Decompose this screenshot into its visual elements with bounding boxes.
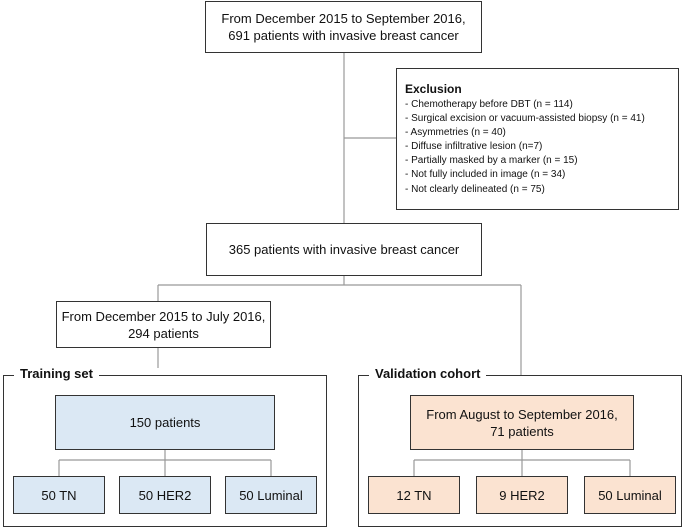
top-box-line2: 691 patients with invasive breast cancer xyxy=(228,28,459,43)
exclusion-item: - Asymmetries (n = 40) xyxy=(405,127,506,139)
period-box-line1: From December 2015 to July 2016, xyxy=(61,308,266,324)
training-main-box: 150 patients xyxy=(55,395,275,450)
training-set-group xyxy=(3,375,327,527)
subgroup-label: 50 Luminal xyxy=(598,487,662,503)
validation-subgroup-luminal: 50 Luminal xyxy=(584,476,676,514)
validation-subgroup-her2: 9 HER2 xyxy=(476,476,568,514)
exclusion-item: - Not fully included in image (n = 34) xyxy=(405,169,566,181)
subgroup-label: 50 TN xyxy=(41,487,77,503)
exclusion-item: - Diffuse infiltrative lesion (n=7) xyxy=(405,141,543,153)
validation-main-line1: From August to September 2016, xyxy=(426,406,618,422)
validation-main-line2: 71 patients xyxy=(490,423,554,439)
training-subgroup-tn: 50 TN xyxy=(13,476,105,514)
middle-box: 365 patients with invasive breast cancer xyxy=(206,223,482,276)
validation-subgroup-tn: 12 TN xyxy=(368,476,460,514)
validation-main-box: From August to September 2016, 71 patien… xyxy=(410,395,634,450)
training-set-title: Training set xyxy=(14,366,99,382)
validation-cohort-group xyxy=(358,375,682,527)
exclusion-title: Exclusion xyxy=(405,82,462,96)
top-box-line1: From December 2015 to September 2016, xyxy=(221,11,466,26)
exclusion-box: Exclusion - Chemotherapy before DBT (n =… xyxy=(396,68,679,210)
top-box: From December 2015 to September 2016, 69… xyxy=(205,1,482,53)
training-main-text: 150 patients xyxy=(129,415,201,430)
exclusion-item: - Chemotherapy before DBT (n = 114) xyxy=(405,99,573,110)
subgroup-label: 12 TN xyxy=(396,487,432,503)
period-box: From December 2015 to July 2016, 294 pat… xyxy=(56,301,271,348)
period-box-line2: 294 patients xyxy=(128,325,199,341)
training-subgroup-her2: 50 HER2 xyxy=(119,476,211,514)
validation-cohort-title: Validation cohort xyxy=(369,366,487,382)
subgroup-label: 50 Luminal xyxy=(239,487,303,503)
training-subgroup-luminal: 50 Luminal xyxy=(225,476,317,514)
exclusion-item: - Not clearly delineated (n = 75) xyxy=(405,183,545,195)
middle-box-text: 365 patients with invasive breast cancer xyxy=(228,242,460,257)
exclusion-item: - Surgical excision or vacuum-assisted b… xyxy=(405,113,645,125)
subgroup-label: 9 HER2 xyxy=(499,487,545,503)
subgroup-label: 50 HER2 xyxy=(138,487,192,503)
exclusion-item: - Partially masked by a marker (n = 15) xyxy=(405,155,578,167)
